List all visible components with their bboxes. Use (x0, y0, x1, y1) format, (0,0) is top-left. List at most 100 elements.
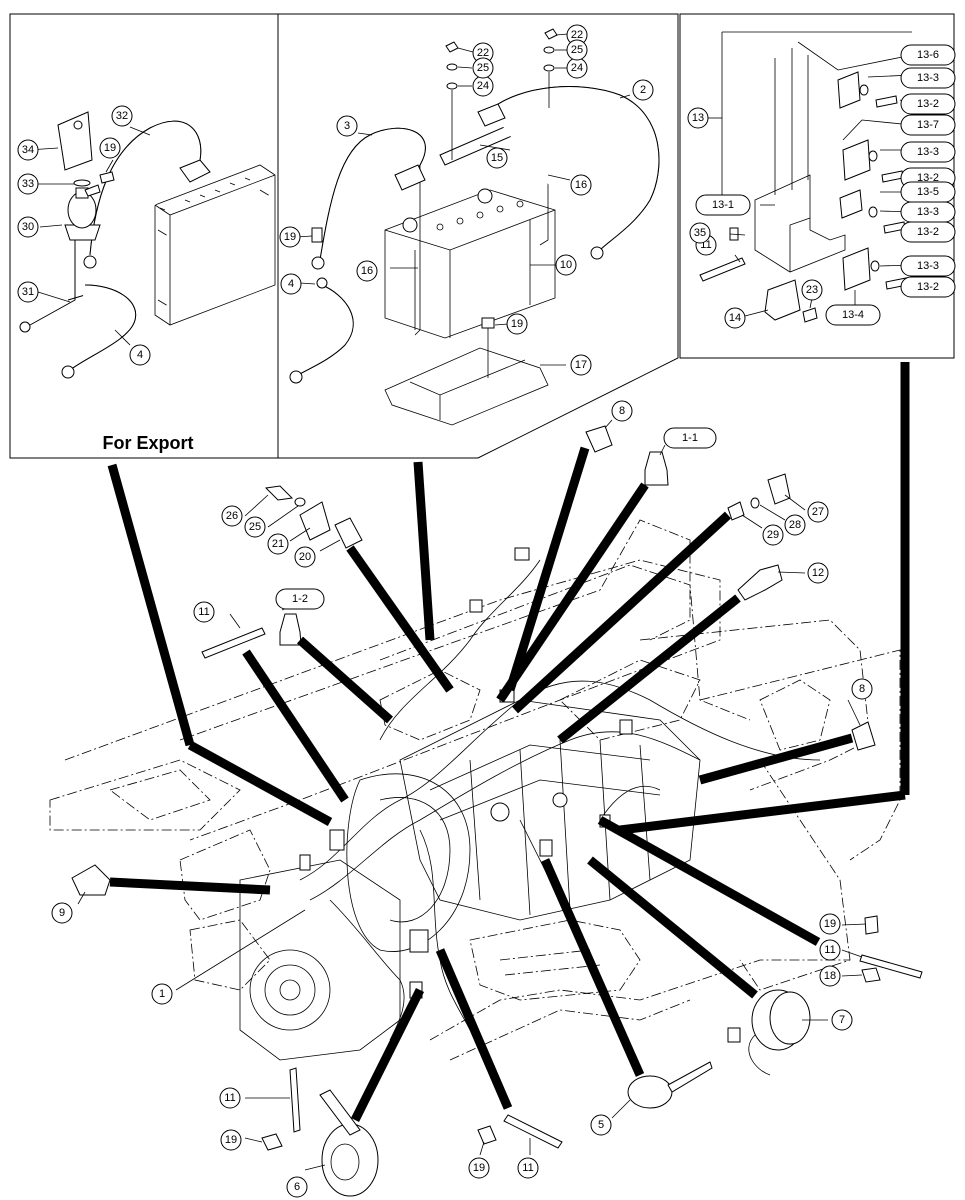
svg-text:20: 20 (299, 551, 311, 563)
svg-text:35: 35 (694, 227, 706, 239)
svg-text:8: 8 (859, 683, 865, 695)
svg-text:19: 19 (104, 142, 116, 154)
battery-panel (10, 13, 679, 459)
svg-text:13-3: 13-3 (917, 72, 939, 84)
svg-text:17: 17 (575, 359, 587, 371)
callouts: 1 1-1 1-2 2 3 4 4 5 6 7 8 8 9 10 11 11 1… (17, 24, 956, 1198)
callout-4: 4 (280, 273, 302, 295)
svg-text:24: 24 (477, 80, 489, 92)
svg-text:23: 23 (806, 284, 818, 296)
callout-13-2a: 13-2 (900, 93, 956, 115)
svg-text:19: 19 (511, 318, 523, 330)
svg-text:19: 19 (473, 1162, 485, 1174)
callout-25-left: 25 (472, 57, 494, 79)
callout-8-top: 8 (611, 400, 633, 422)
callout-13-6: 13-6 (900, 44, 956, 66)
svg-text:27: 27 (812, 506, 824, 518)
callout-34: 34 (17, 139, 39, 161)
svg-text:19: 19 (284, 231, 296, 243)
callout-13-3b: 13-3 (900, 141, 956, 163)
svg-text:13-2: 13-2 (917, 226, 939, 238)
callout-13-7: 13-7 (900, 114, 956, 136)
callout-1: 1 (151, 983, 173, 1005)
svg-text:13-5: 13-5 (917, 186, 939, 198)
callout-19-horn: 19 (220, 1129, 242, 1151)
svg-text:33: 33 (22, 178, 34, 190)
svg-text:25: 25 (249, 521, 261, 533)
svg-text:13-2: 13-2 (917, 172, 939, 184)
svg-text:1-2: 1-2 (292, 593, 308, 605)
svg-text:31: 31 (22, 286, 34, 298)
callout-1-1: 1-1 (663, 427, 717, 449)
svg-text:13-4: 13-4 (842, 309, 864, 321)
svg-text:18: 18 (824, 970, 836, 982)
svg-text:9: 9 (59, 907, 65, 919)
callout-24-left: 24 (472, 75, 494, 97)
callout-29: 29 (762, 524, 784, 546)
svg-text:8: 8 (619, 405, 625, 417)
callout-11-topleft: 11 (193, 601, 215, 623)
svg-text:7: 7 (839, 1014, 845, 1026)
callout-1-2: 1-2 (275, 588, 325, 610)
svg-text:16: 16 (575, 179, 587, 191)
callout-22-left: 22 (472, 42, 494, 64)
svg-text:19: 19 (824, 918, 836, 930)
callout-30: 30 (17, 216, 39, 238)
callout-18: 18 (819, 965, 841, 987)
callout-19-tray: 19 (506, 313, 528, 335)
callout-25-right: 25 (566, 39, 588, 61)
callout-10: 10 (555, 254, 577, 276)
svg-text:28: 28 (789, 519, 801, 531)
relay-panel (679, 13, 955, 359)
svg-text:15: 15 (491, 152, 503, 164)
callout-20: 20 (294, 546, 316, 568)
svg-text:13-2: 13-2 (917, 281, 939, 293)
svg-text:6: 6 (294, 1181, 300, 1193)
svg-text:13-1: 13-1 (712, 199, 734, 211)
svg-text:2: 2 (640, 84, 646, 96)
svg-text:13-2: 13-2 (917, 98, 939, 110)
svg-text:24: 24 (571, 62, 583, 74)
export-panel-caption: For Export (102, 433, 193, 453)
callout-15: 15 (486, 147, 508, 169)
svg-text:21: 21 (272, 538, 284, 550)
svg-text:26: 26 (226, 510, 238, 522)
export-battery-panel: For Export (9, 13, 279, 459)
svg-text:4: 4 (288, 278, 294, 290)
svg-text:14: 14 (729, 312, 741, 324)
callout-23: 23 (801, 279, 823, 301)
leader-lines (77, 419, 867, 1171)
svg-text:22: 22 (571, 29, 583, 41)
callout-13-3d: 13-3 (900, 255, 956, 277)
callout-13-1: 13-1 (695, 194, 751, 216)
svg-text:3: 3 (344, 120, 350, 132)
callout-13: 13 (687, 107, 709, 129)
svg-text:16: 16 (361, 265, 373, 277)
callout-31: 31 (17, 281, 39, 303)
svg-text:4: 4 (137, 349, 143, 361)
callout-13-5: 13-5 (900, 181, 956, 203)
svg-text:11: 11 (522, 1162, 533, 1174)
svg-text:34: 34 (22, 144, 34, 156)
callout-17: 17 (570, 354, 592, 376)
svg-text:11: 11 (824, 944, 835, 956)
callout-6: 6 (286, 1176, 308, 1198)
callout-13-3a: 13-3 (900, 67, 956, 89)
callout-4-export: 4 (129, 344, 151, 366)
callout-16-left: 16 (356, 260, 378, 282)
callout-19-export: 19 (99, 137, 121, 159)
callout-32: 32 (111, 105, 133, 127)
svg-text:13-3: 13-3 (917, 146, 939, 158)
svg-text:29: 29 (767, 529, 779, 541)
callout-5: 5 (590, 1114, 612, 1136)
callout-2: 2 (632, 79, 654, 101)
svg-text:13-3: 13-3 (917, 260, 939, 272)
callout-13-3c: 13-3 (900, 201, 956, 223)
callout-24-right: 24 (566, 57, 588, 79)
svg-text:12: 12 (812, 567, 824, 579)
main-parts (71, 425, 923, 1197)
callout-13-2d: 13-2 (900, 276, 956, 298)
callout-9: 9 (51, 902, 73, 924)
svg-text:10: 10 (560, 259, 572, 271)
